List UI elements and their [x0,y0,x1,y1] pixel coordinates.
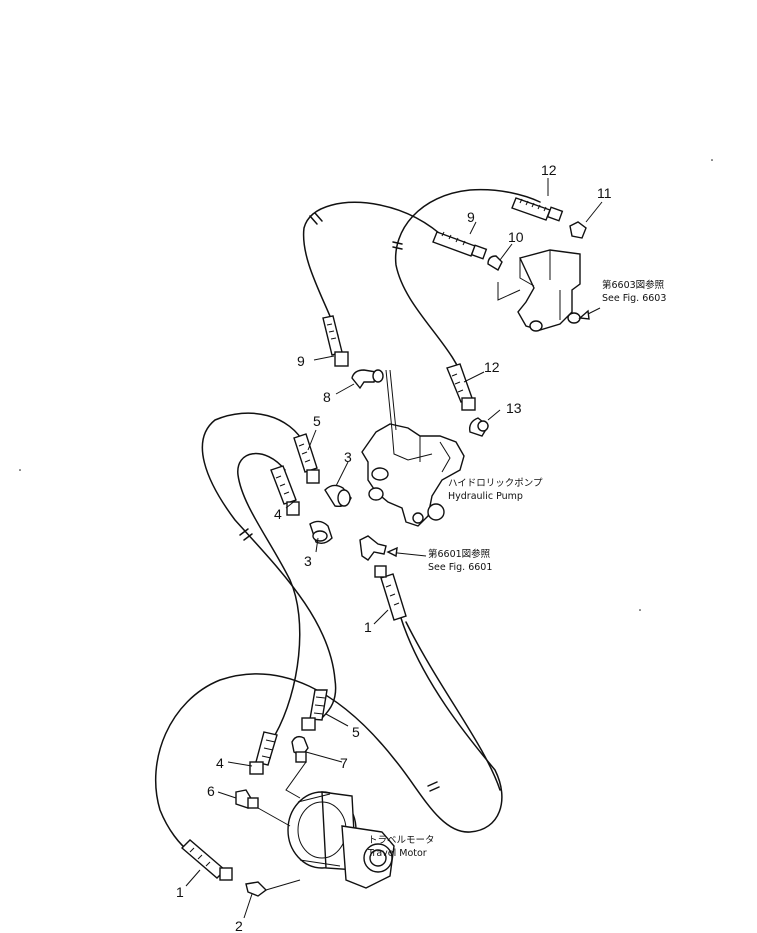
elbow-13 [468,417,489,437]
scan-dot [19,469,21,471]
leader-6-motor [257,807,291,827]
leader-5-upper [307,429,317,451]
leader-1-lower [185,869,201,887]
leader-5-lower [325,713,349,727]
elbow-3-upper [324,484,352,508]
part-number-6: 6 [207,783,215,799]
pump-label-jp: ハイドロリックポンプ [448,478,543,489]
hose-end-5-upper [293,433,320,484]
elbow-8 [351,369,384,390]
hose-end-1-lower [180,839,233,881]
motor-label-en: Travel Motor [367,848,427,859]
ref-arrow-6601-head [386,546,398,558]
part-number-8: 8 [323,389,331,405]
hose-1-inner [405,621,501,791]
leader-10 [499,243,513,261]
leader-8 [335,383,355,395]
travel-motor [287,791,395,889]
scan-dot [639,609,641,611]
part-number-12: 12 [541,162,557,178]
scan-dot [711,159,713,161]
elbow-7 [291,735,309,763]
leader-7 [305,751,343,763]
part-number-9: 9 [467,209,475,225]
hose-end-12-top [511,197,564,222]
leader-4-upper [285,499,297,509]
part-number-4: 4 [216,755,224,771]
leader-1-upper [373,609,389,625]
ref-label-6601-en: See Fig. 6601 [428,562,492,573]
valve-block [497,249,581,332]
elbow-3-lower [309,520,333,545]
ref-label-6601-jp: 第6601図参照 [428,548,491,560]
part-number-3: 3 [304,553,312,569]
hose-4 [237,453,301,736]
part-number-10: 10 [508,229,524,245]
fitting-6601 [359,535,387,561]
hose-break-mark [309,212,323,225]
hose-end-4-lower [249,731,278,775]
hose-end-9-left [322,315,349,367]
part-number-13: 13 [506,400,522,416]
hose-break-mark [427,781,440,792]
leader-4-lower [227,761,253,767]
hose-1 [154,614,503,853]
part-number-2: 2 [235,918,243,933]
hose-12 [394,188,541,386]
part-number-1: 1 [364,619,372,635]
part-number-5: 5 [313,413,321,429]
leader-3-lower [315,537,319,553]
elbow-11 [569,221,587,239]
leader-12-lower [463,371,485,383]
part-number-9: 9 [297,353,305,369]
hose-end-5-lower [301,689,328,731]
leader-7-motor [285,761,307,799]
leader-3-upper [335,461,349,487]
part-number-11: 11 [597,185,612,201]
ref-arrow-6603-head [578,309,590,320]
elbow-10 [487,255,503,271]
hose-break-mark [392,241,403,250]
hose-end-1-upper [374,565,407,621]
hose-9 [302,201,448,337]
part-number-7: 7 [340,755,348,771]
part-number-1: 1 [176,884,184,900]
leader-9-top [469,221,477,235]
hydraulic-pump [361,369,465,527]
hose-5 [201,412,337,719]
elbow-2 [245,881,268,897]
leader-2 [243,893,253,919]
leader-11 [585,201,603,223]
hose-end-9-top [432,231,488,260]
part-number-12: 12 [484,359,500,375]
ref-label-6603-jp: 第6603図参照 [602,279,665,291]
leader-2-motor [265,879,301,891]
leader-13 [487,409,501,421]
part-number-5: 5 [352,724,360,740]
hose-end-12-lower [446,363,476,411]
leader-6 [217,791,237,799]
leader-9-left [313,355,335,361]
pump-label-en: Hydraulic Pump [448,491,523,502]
part-number-4: 4 [274,506,282,522]
hose-end-4-upper [270,465,300,516]
part-number-3: 3 [344,449,352,465]
elbow-6 [235,789,259,809]
motor-label-jp: トラベルモータ [368,835,435,846]
ref-label-6603-en: See Fig. 6603 [602,293,666,304]
hose-break-mark [239,528,253,541]
